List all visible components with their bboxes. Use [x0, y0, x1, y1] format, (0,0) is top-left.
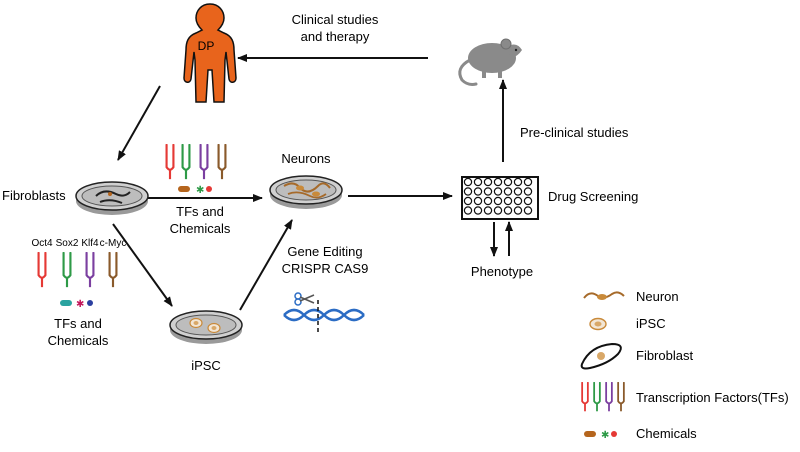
well [483, 196, 493, 206]
legend-label-fibroblast: Fibroblast [636, 348, 693, 363]
chemicals-icon [584, 431, 596, 437]
tf-group-top [165, 144, 227, 180]
well [473, 196, 483, 206]
tf-icon [165, 144, 175, 180]
well [523, 177, 533, 187]
patient-figure: DP [183, 3, 237, 103]
svg-text:✱: ✱ [76, 299, 84, 310]
tf-icon [217, 144, 227, 180]
neuron-dish [269, 175, 343, 209]
legend-label-ipsc: iPSC [636, 316, 666, 331]
tf-icon [605, 382, 613, 412]
well [503, 206, 513, 215]
chemicals-top: ✱ [178, 185, 212, 196]
well [523, 206, 533, 215]
legend-label-tf: Transcription Factors(TFs) [636, 390, 789, 405]
tfs-top-label-line1: TFs and [176, 204, 224, 219]
arrow-patient-to-fibroblasts [117, 85, 161, 161]
factor-label-sox2: Sox2 [56, 238, 79, 249]
well [513, 187, 523, 196]
drug-screening-label: Drug Screening [548, 189, 638, 204]
tf-icon [617, 382, 625, 412]
tf-group-left [37, 252, 118, 288]
clinical-label-line2: and therapy [301, 29, 370, 44]
tf-icon [581, 382, 589, 412]
legend-item-neuron: Neuron [583, 289, 679, 304]
well [483, 206, 493, 215]
mouse-icon [458, 38, 522, 86]
neurons-label: Neurons [281, 151, 331, 166]
legend-label-neuron: Neuron [636, 289, 679, 304]
clinical-label-line1: Clinical studies [292, 12, 379, 27]
well [503, 196, 513, 206]
fibroblasts-label: Fibroblasts [2, 188, 66, 203]
well [463, 196, 473, 206]
tf-icon [62, 252, 72, 288]
well [503, 187, 513, 196]
arrow-ipsc-to-neurons [239, 219, 293, 311]
preclinical-label: Pre-clinical studies [520, 125, 629, 140]
well-plate-icon [461, 176, 539, 220]
tf-icon [181, 144, 191, 180]
legend-item-tf: Transcription Factors(TFs) [581, 382, 789, 412]
legend-item-ipsc: iPSC [589, 316, 666, 331]
well [463, 177, 473, 187]
ipsc-label: iPSC [191, 358, 221, 373]
gene-editing-label-line1: Gene Editing [287, 244, 362, 259]
legend-item-chemicals: ✱ Chemicals [584, 426, 697, 441]
well [463, 187, 473, 196]
svg-text:✱: ✱ [196, 185, 204, 196]
svg-text:✱: ✱ [601, 430, 609, 441]
well [493, 177, 503, 187]
arrow-fibro-to-ipsc [112, 223, 173, 307]
well [483, 187, 493, 196]
well [463, 206, 473, 215]
well [483, 177, 493, 187]
tf-icon [199, 144, 209, 180]
scissors-icon [294, 292, 315, 306]
tf-icon [108, 252, 118, 288]
phenotype-label: Phenotype [471, 264, 533, 279]
tfs-top-label-line2: Chemicals [170, 221, 231, 236]
well [493, 196, 503, 206]
chemicals-left: ✱ [60, 299, 93, 310]
tf-icon [85, 252, 95, 288]
well [503, 177, 513, 187]
well [513, 206, 523, 215]
patient-label: DP [198, 39, 215, 53]
well [473, 206, 483, 215]
well [493, 206, 503, 215]
well [473, 177, 483, 187]
legend-label-chemicals: Chemicals [636, 426, 697, 441]
well [513, 177, 523, 187]
legend: Neuron iPSC Fibroblast Transcription Fac… [580, 289, 789, 441]
dna-icon [283, 300, 365, 332]
ipsc-dish [169, 310, 243, 344]
well [513, 196, 523, 206]
well [493, 187, 503, 196]
factor-label-cmyc: c-Myc [100, 238, 127, 249]
well [473, 187, 483, 196]
factor-label-oct4: Oct4 [31, 238, 53, 249]
fibroblast-dish [75, 181, 149, 215]
gene-editing-label-line2: CRISPR CAS9 [282, 261, 369, 276]
tfs-left-label-line1: TFs and [54, 316, 102, 331]
tfs-left-label-line2: Chemicals [48, 333, 109, 348]
tf-icon [37, 252, 47, 288]
well [523, 187, 533, 196]
well [523, 196, 533, 206]
legend-item-fibroblast: Fibroblast [580, 342, 693, 370]
factor-label-klf4: Klf4 [81, 238, 99, 249]
tf-icon [593, 382, 601, 412]
